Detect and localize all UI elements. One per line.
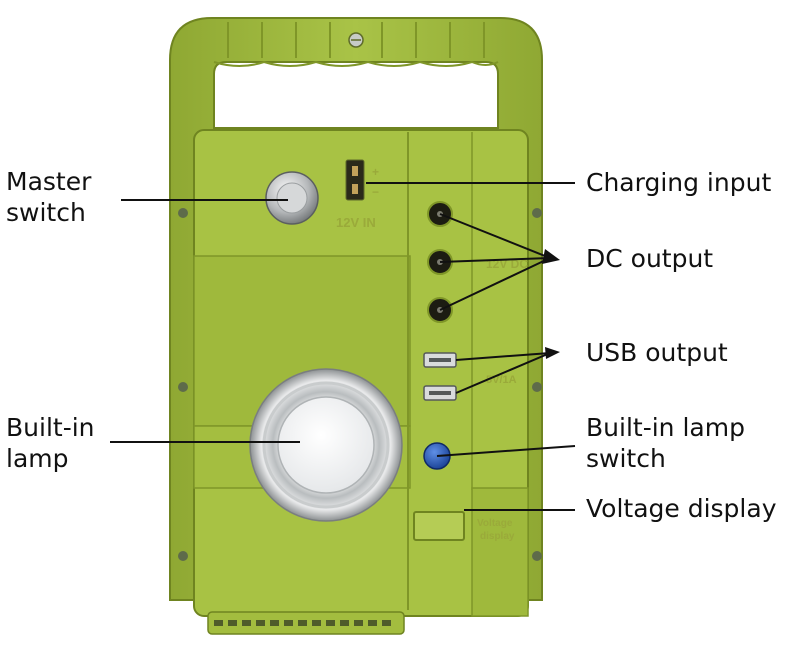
built-in-lamp-switch-label: Built-in lamp switch bbox=[586, 413, 745, 473]
built-in-lamp bbox=[249, 368, 403, 522]
input-plus-marking: + bbox=[372, 165, 379, 179]
usb-output-leader bbox=[455, 352, 551, 361]
built-in-lamp-label: Built-in lamp bbox=[6, 413, 95, 473]
charging-input-socket[interactable] bbox=[345, 159, 365, 201]
usb-output-label: USB output bbox=[586, 338, 728, 367]
bottom-vent bbox=[207, 611, 405, 635]
side-screws bbox=[178, 208, 542, 561]
leader-lines bbox=[110, 182, 576, 511]
voltage-display-window bbox=[413, 511, 465, 541]
dc-output-leader bbox=[439, 257, 551, 311]
usb-marking: 5V/1A bbox=[486, 374, 517, 386]
device-body bbox=[193, 129, 529, 617]
usb-output-leader bbox=[455, 352, 551, 394]
dc-output-leader bbox=[439, 257, 551, 263]
usb-output-port[interactable] bbox=[423, 352, 457, 368]
charging-input-label: Charging input bbox=[586, 168, 772, 197]
master-switch-label: Master switch bbox=[6, 167, 92, 227]
master-switch-knob[interactable] bbox=[265, 171, 319, 225]
usb-output-port[interactable] bbox=[423, 385, 457, 401]
input-marking: 12V IN bbox=[336, 215, 376, 230]
dc-output-leader bbox=[439, 213, 551, 259]
top-screw bbox=[348, 32, 364, 48]
arrow-heads bbox=[542, 249, 560, 359]
voltage-display-label: Voltage display bbox=[586, 494, 777, 523]
display-marking-line-2: display bbox=[480, 531, 515, 542]
input-minus-marking: − bbox=[372, 185, 379, 199]
display-marking-line-1: Voltage bbox=[477, 518, 513, 529]
dc-output-label: DC output bbox=[586, 244, 714, 273]
lamp-switch-leader bbox=[436, 445, 576, 457]
